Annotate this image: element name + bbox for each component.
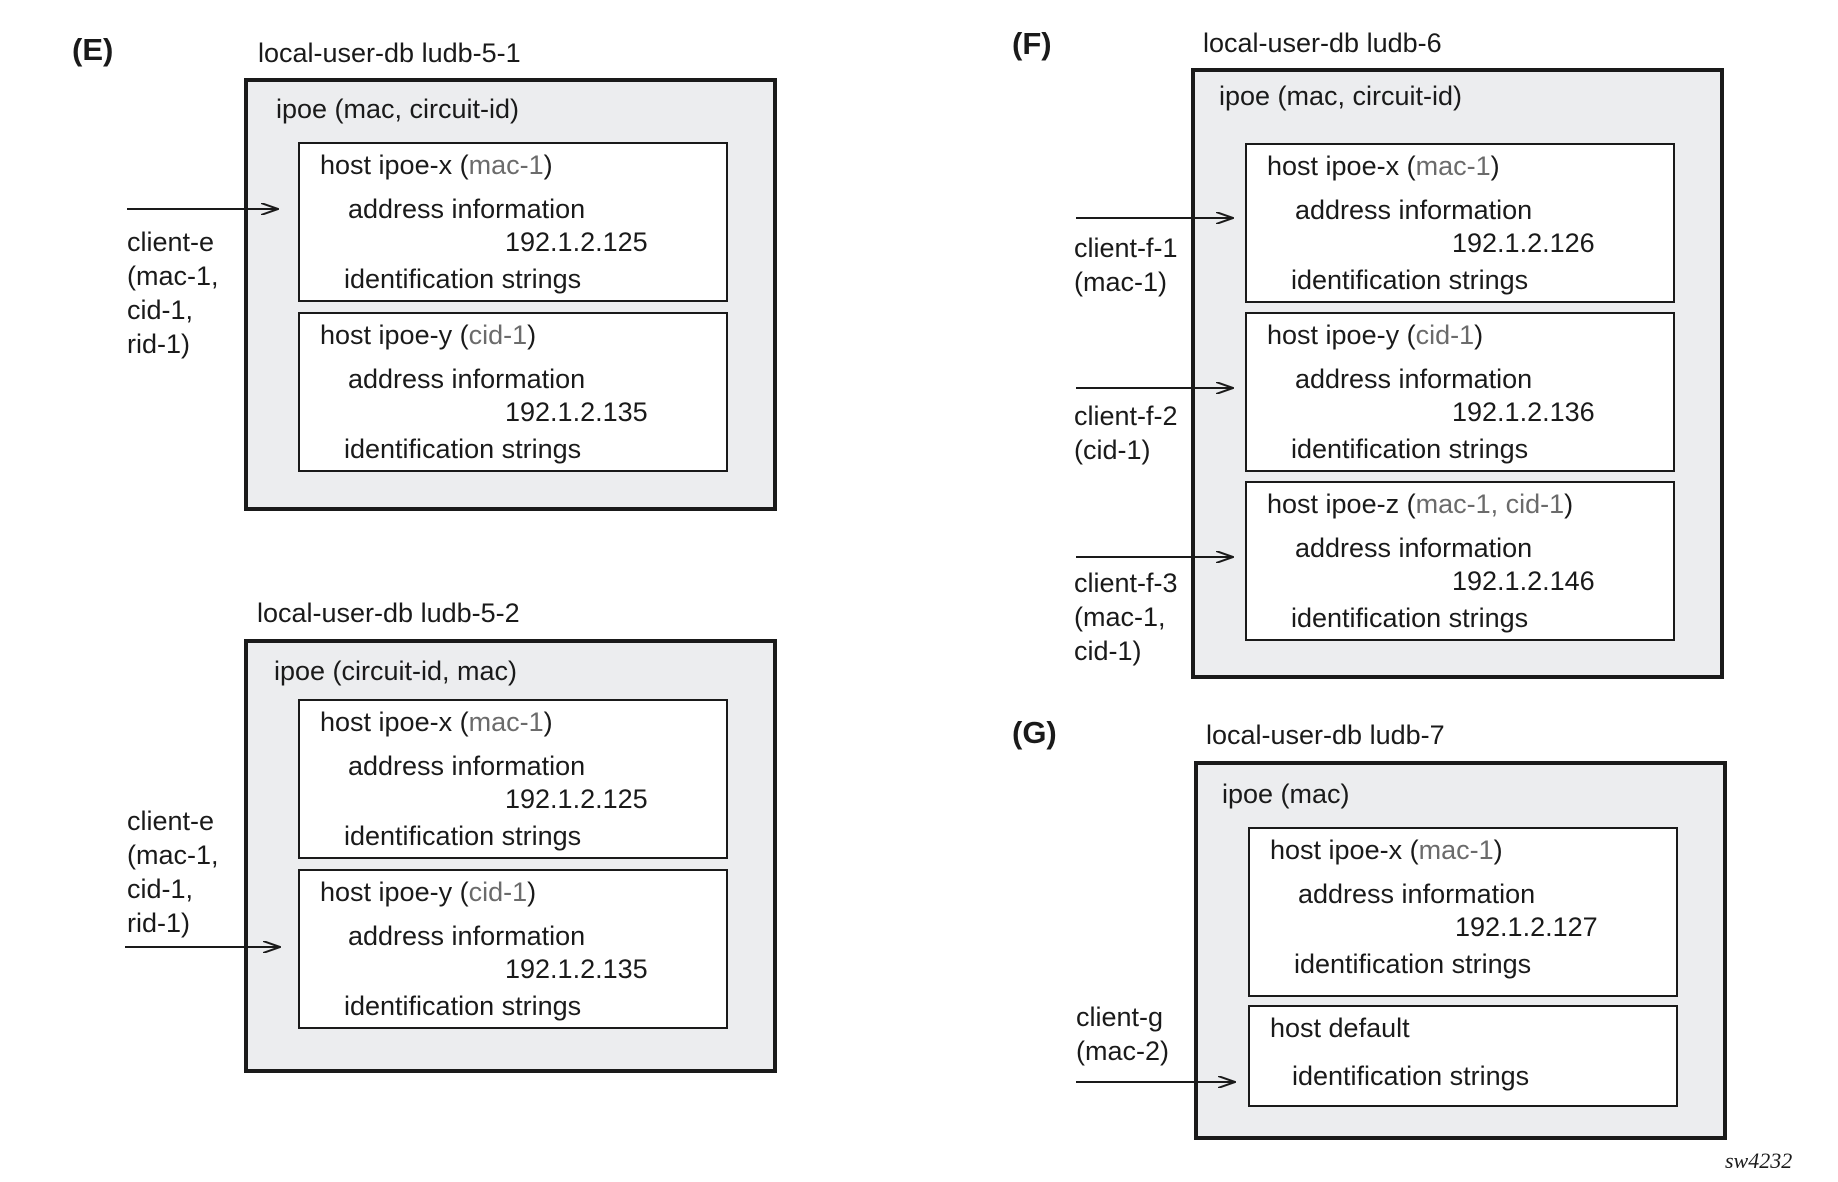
host-key: cid-1: [1415, 320, 1475, 350]
host-name-suffix: ): [527, 320, 537, 350]
db-title: local-user-db ludb-5-2: [257, 598, 520, 628]
host-name-prefix: host default: [1270, 1013, 1410, 1043]
host-name-prefix: host ipoe-y (: [1267, 320, 1416, 350]
host-name: host ipoe-x (mac-1): [320, 707, 553, 738]
host-name-suffix: ): [1490, 151, 1500, 181]
ipoe-title: ipoe (mac, circuit-id): [276, 94, 520, 124]
host-name: host ipoe-y (cid-1): [320, 320, 536, 351]
ip-address: 192.1.2.136: [1452, 397, 1595, 427]
host-name: host ipoe-x (mac-1): [1270, 835, 1503, 866]
host-key: mac-1: [468, 150, 544, 180]
ipoe-title: ipoe (mac, circuit-id): [1219, 81, 1463, 111]
host-name: host ipoe-x (mac-1): [320, 150, 553, 181]
host-name-prefix: host ipoe-x (: [1267, 151, 1416, 181]
local-user-db-box: ipoe (mac) host ipoe-x (mac-1) address inf…: [1194, 761, 1727, 1140]
ipoe-title: ipoe (mac): [1222, 779, 1350, 809]
ipoe-title: ipoe (circuit-id, mac): [274, 656, 518, 686]
identification-strings-label: identification strings: [344, 434, 582, 464]
address-information-label: address information: [1295, 364, 1533, 394]
host-entry: host ipoe-z (mac-1, cid-1) address inform…: [1245, 481, 1675, 641]
host-entry: host default identification strings: [1248, 1005, 1678, 1107]
client-label: client-f-2 (cid-1): [1074, 401, 1178, 465]
ip-address: 192.1.2.135: [505, 397, 648, 427]
host-key: cid-1: [468, 877, 528, 907]
address-information-label: address information: [348, 921, 586, 951]
host-name: host ipoe-x (mac-1): [1267, 151, 1500, 182]
client-label: client-e (mac-1, cid-1, rid-1): [127, 806, 219, 938]
identification-strings-label: identification strings: [344, 264, 582, 294]
panel-label: (G): [1012, 715, 1057, 750]
host-name-prefix: host ipoe-y (: [320, 320, 469, 350]
host-name: host ipoe-y (cid-1): [320, 877, 536, 908]
identification-strings-label: identification strings: [1294, 949, 1532, 979]
address-information-label: address information: [348, 751, 586, 781]
db-title: local-user-db ludb-6: [1203, 28, 1442, 58]
client-label: client-f-1 (mac-1): [1074, 233, 1178, 297]
host-key: mac-1: [1415, 151, 1491, 181]
address-information-label: address information: [348, 364, 586, 394]
client-label: client-g (mac-2): [1076, 1002, 1169, 1066]
identification-strings-label: identification strings: [344, 821, 582, 851]
address-information-label: address information: [1295, 195, 1533, 225]
identification-strings-label: identification strings: [344, 991, 582, 1021]
host-name-prefix: host ipoe-z (: [1267, 489, 1416, 519]
client-label: client-f-3 (mac-1, cid-1): [1074, 568, 1178, 666]
host-key: mac-1: [468, 707, 544, 737]
ip-address: 192.1.2.127: [1455, 912, 1598, 942]
host-name-prefix: host ipoe-y (: [320, 877, 469, 907]
host-name-suffix: ): [543, 707, 553, 737]
local-user-db-box: ipoe (circuit-id, mac) host ipoe-x (mac-1…: [244, 639, 777, 1073]
host-key: mac-1: [1418, 835, 1494, 865]
host-name: host ipoe-y (cid-1): [1267, 320, 1483, 351]
host-name-prefix: host ipoe-x (: [1270, 835, 1419, 865]
local-user-db-box: ipoe (mac, circuit-id) host ipoe-x (mac-1…: [244, 78, 777, 511]
ip-address: 192.1.2.146: [1452, 566, 1595, 596]
db-title: local-user-db ludb-5-1: [258, 38, 521, 68]
host-name-suffix: ): [1564, 489, 1574, 519]
db-title: local-user-db ludb-7: [1206, 720, 1445, 750]
identification-strings-label: identification strings: [1292, 1061, 1530, 1091]
ip-address: 192.1.2.125: [505, 784, 648, 814]
ip-address: 192.1.2.135: [505, 954, 648, 984]
panel-label: (E): [72, 32, 114, 67]
host-name-prefix: host ipoe-x (: [320, 150, 469, 180]
address-information-label: address information: [1295, 533, 1533, 563]
host-name-suffix: ): [1474, 320, 1484, 350]
figure-id: sw4232: [1725, 1148, 1793, 1173]
identification-strings-label: identification strings: [1291, 603, 1529, 633]
client-label: client-e (mac-1, cid-1, rid-1): [127, 227, 219, 359]
address-information-label: address information: [1298, 879, 1536, 909]
panel-label: (F): [1012, 26, 1052, 61]
host-name: host ipoe-z (mac-1, cid-1): [1267, 489, 1573, 520]
host-name-suffix: ): [1493, 835, 1503, 865]
host-name: host default: [1270, 1013, 1410, 1044]
host-name-suffix: ): [543, 150, 553, 180]
host-key: cid-1: [468, 320, 528, 350]
ip-address: 192.1.2.126: [1452, 228, 1595, 258]
host-name-prefix: host ipoe-x (: [320, 707, 469, 737]
host-key: mac-1, cid-1: [1415, 489, 1565, 519]
identification-strings-label: identification strings: [1291, 434, 1529, 464]
identification-strings-label: identification strings: [1291, 265, 1529, 295]
local-user-db-box: ipoe (mac, circuit-id)host ipoe-x (mac-1…: [1191, 68, 1724, 679]
ip-address: 192.1.2.125: [505, 227, 648, 257]
address-information-label: address information: [348, 194, 586, 224]
host-name-suffix: ): [527, 877, 537, 907]
